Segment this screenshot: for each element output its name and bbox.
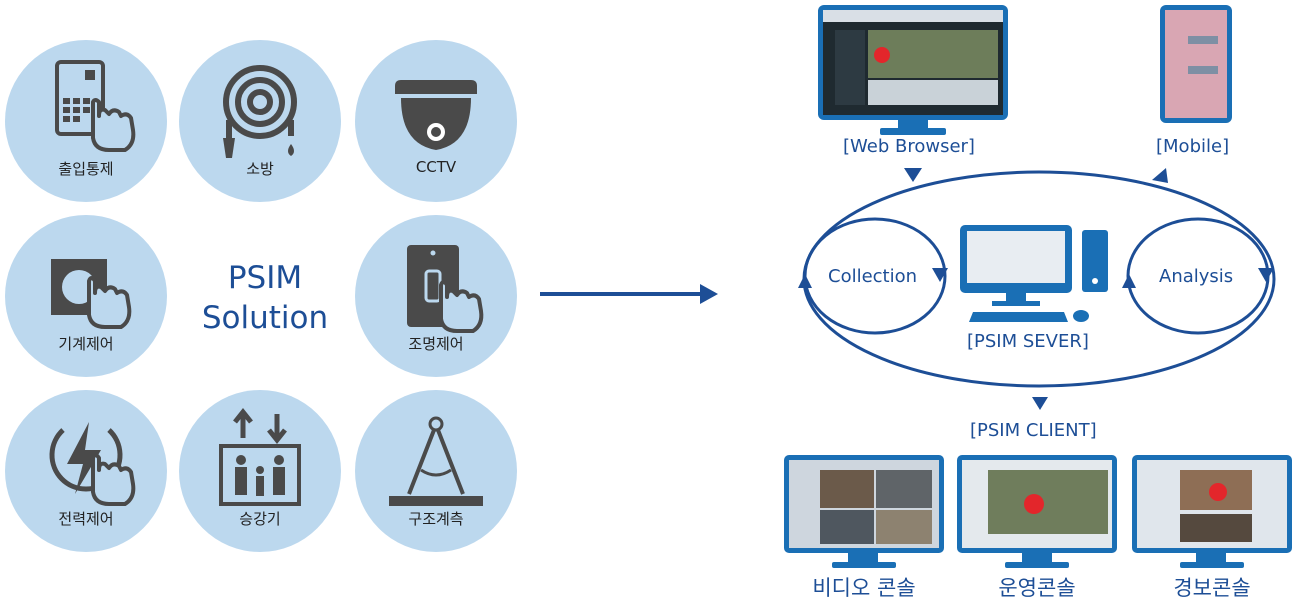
arrowhead-mobile (1152, 168, 1168, 183)
arrowhead-analysis-left (1122, 274, 1136, 288)
collection-label: Collection (828, 266, 918, 287)
light-switch-hand-icon (407, 245, 484, 333)
subsystem-label: 구조계측 (408, 510, 464, 528)
fire-hose-icon (223, 65, 297, 158)
subsystem-cctv: CCTV (355, 40, 517, 202)
push-button-hand-icon (51, 259, 132, 329)
server-label: [PSIM SEVER] (967, 331, 1089, 352)
psim-solution-title: PSIM Solution (190, 258, 340, 338)
subsystem-fire: 소방 (179, 40, 341, 202)
subsystem-label: 승강기 (239, 510, 281, 528)
dome-camera-icon (395, 80, 477, 150)
title-line-1: PSIM (227, 260, 303, 296)
subsystem-label: 조명제어 (408, 335, 464, 353)
subsystem-access-control: 출입통제 (5, 40, 167, 202)
keypad-hand-icon (55, 60, 136, 152)
arrowhead-collection-right (932, 268, 948, 282)
video-console-monitor-icon (784, 455, 944, 568)
flow-arrow (540, 284, 718, 304)
arrowhead-client (1032, 397, 1048, 410)
subsystem-power: 전력제어 (5, 390, 167, 552)
subsystem-lighting: 조명제어 (355, 215, 517, 377)
subsystem-label: CCTV (415, 158, 457, 176)
web-browser-label: [Web Browser] (843, 136, 975, 157)
analysis-label: Analysis (1159, 266, 1234, 287)
arrowhead-collection-left (798, 274, 812, 288)
alarm-console-label: 경보콘솔 (1173, 576, 1251, 600)
arrowhead-web (904, 168, 922, 182)
subsystem-label: 전력제어 (58, 510, 114, 528)
arrowhead-analysis-right (1258, 268, 1274, 282)
subsystem-label: 출입통제 (58, 160, 114, 178)
alarm-console-monitor-icon (1132, 455, 1292, 568)
web-browser-monitor-icon (818, 5, 1008, 135)
client-label: [PSIM CLIENT] (970, 420, 1097, 441)
title-line-2: Solution (201, 300, 329, 336)
subsystem-label: 소방 (246, 160, 274, 178)
subsystem-elevator: 승강기 (179, 390, 341, 552)
elevator-icon (219, 407, 301, 506)
operations-console-label: 운영콘솔 (998, 576, 1076, 600)
subsystem-mechanical: 기계제어 (5, 215, 167, 377)
video-console-label: 비디오 콘솔 (812, 576, 916, 600)
operations-console-monitor-icon (957, 455, 1117, 568)
subsystem-structure: 구조계측 (355, 390, 517, 552)
mobile-label: [Mobile] (1156, 136, 1230, 157)
power-hand-icon (49, 422, 136, 506)
compass-ruler-icon (389, 416, 483, 506)
subsystem-label: 기계제어 (58, 335, 114, 353)
mobile-device-icon (1160, 5, 1232, 123)
server-computer-icon (960, 225, 1108, 322)
